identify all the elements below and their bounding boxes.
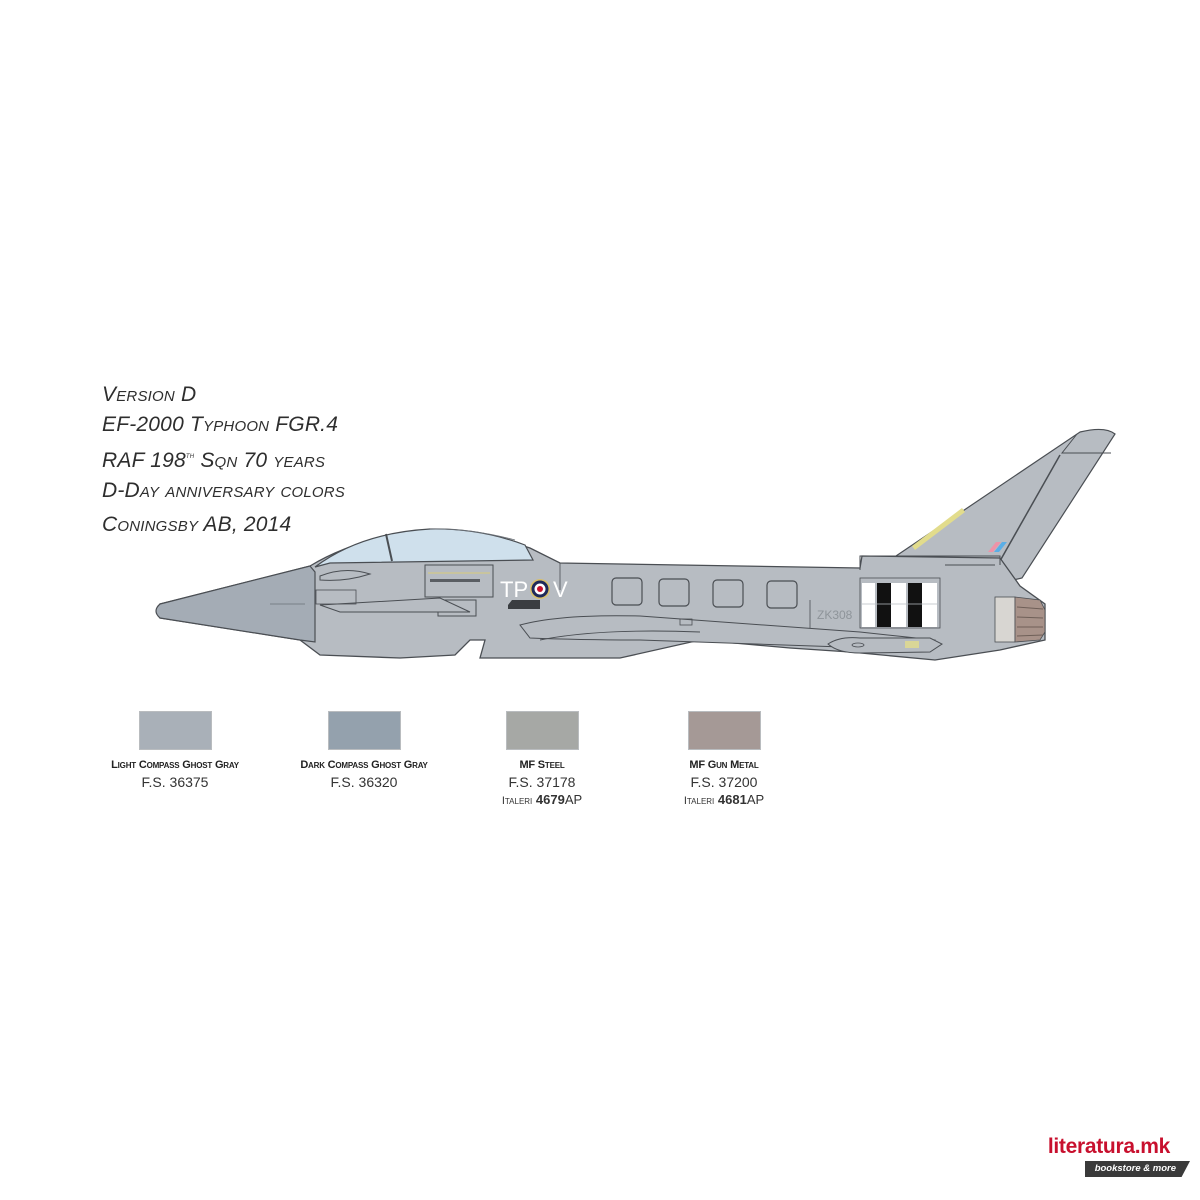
- swatch-name: MF Gun Metal: [689, 759, 759, 771]
- swatch-italeri-code: Italeri 4679AP: [462, 792, 622, 807]
- fin-flash-blue-icon: [994, 542, 1007, 552]
- version-label: Version D: [102, 383, 197, 406]
- swatch-chip: [687, 711, 761, 750]
- literatura-logo[interactable]: literatura.mk bookstore & more: [1040, 1136, 1190, 1177]
- canard: [319, 597, 471, 613]
- italeri-number: 4681: [717, 792, 747, 807]
- swatch-name: Dark Compass Ghost Gray: [300, 759, 428, 771]
- logo-tagline: bookstore & more: [1084, 1161, 1190, 1177]
- swatch-fs-code: F.S. 36320: [330, 774, 398, 790]
- italeri-suffix: AP: [564, 792, 583, 807]
- color-swatch-mf-gun-metal: MF Gun Metal F.S. 37200 Italeri 4681AP: [644, 711, 804, 807]
- swatch-chip: [505, 711, 579, 750]
- squadron-years: Sqn 70 years: [194, 449, 326, 472]
- aircraft-model: EF-2000 Typhoon FGR.4: [102, 413, 339, 436]
- swatch-fs-code: F.S. 37178: [508, 774, 576, 790]
- color-swatch-mf-steel: MF Steel F.S. 37178 Italeri 4679AP: [462, 711, 622, 807]
- swatch-chip: [327, 711, 401, 750]
- italeri-brand: Italeri: [501, 795, 533, 807]
- code-letters-right: V: [553, 577, 568, 602]
- serial-number: ZK308: [817, 608, 853, 622]
- base-and-year: Coningsby AB, 2014: [102, 513, 292, 536]
- swatch-name: MF Steel: [519, 759, 565, 771]
- version-title-block: Version D EF-2000 Typhoon FGR.4 RAF 198t…: [102, 380, 345, 540]
- fin-flash-red-icon: [988, 542, 1001, 552]
- nose-radome: [155, 565, 316, 643]
- italeri-suffix: AP: [746, 792, 765, 807]
- swatch-fs-code: F.S. 36375: [141, 774, 209, 790]
- color-swatch-dark-compass-ghost-gray: Dark Compass Ghost Gray F.S. 36320: [284, 711, 444, 790]
- scheme-description: D-Day anniversary colors: [102, 479, 346, 502]
- invasion-stripes: [862, 583, 937, 627]
- swatch-italeri-code: Italeri 4681AP: [644, 792, 804, 807]
- squadron-line: RAF 198th Sqn 70 years: [102, 440, 345, 476]
- underwing-store: [827, 637, 943, 654]
- fin-leading-edge-stripe: [912, 508, 965, 550]
- swatch-fs-code: F.S. 37200: [690, 774, 758, 790]
- swatch-name: Light Compass Ghost Gray: [111, 759, 239, 771]
- italeri-brand: Italeri: [683, 795, 715, 807]
- italeri-number: 4679: [535, 792, 565, 807]
- color-swatch-light-compass-ghost-gray: Light Compass Ghost Gray F.S. 36375: [95, 711, 255, 790]
- vertical-tail-fin: [891, 428, 1116, 584]
- swatch-chip: [138, 711, 212, 750]
- barcode-marking-icon: [508, 600, 540, 609]
- squadron-number: RAF 198: [102, 449, 186, 472]
- ordinal-suffix: th: [185, 450, 195, 460]
- raf-roundel-icon: [530, 579, 550, 599]
- logo-name: literatura.mk: [1047, 1135, 1170, 1158]
- code-letters-left: TP: [500, 577, 528, 602]
